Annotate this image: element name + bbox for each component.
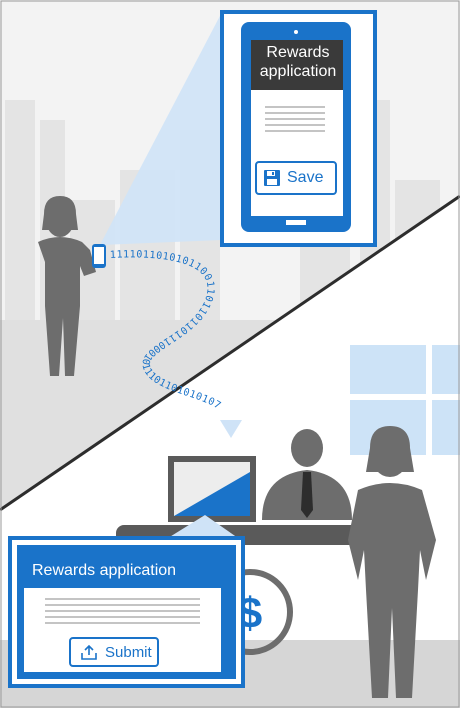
projection-beam <box>100 12 222 245</box>
desk-monitor <box>168 456 256 522</box>
desktop-app-title: Rewards application <box>32 562 177 579</box>
save-button[interactable]: Save <box>255 161 337 195</box>
desktop-title-bar <box>24 554 221 588</box>
desktop-text-lines <box>45 598 200 624</box>
submit-button[interactable]: Submit <box>69 637 159 667</box>
phone-text-lines <box>265 106 325 132</box>
woman-with-phone <box>38 196 96 376</box>
arrow-head-icon <box>220 420 242 438</box>
divider <box>0 194 460 512</box>
upload-icon <box>81 644 97 660</box>
tie <box>301 472 313 518</box>
submit-button-label: Submit <box>105 643 152 661</box>
floppy-disk-icon <box>263 169 281 187</box>
phone-app-title: Rewards application <box>259 44 337 80</box>
phone-title-bar <box>251 40 343 90</box>
customer-woman <box>348 426 436 698</box>
save-button-label: Save <box>287 169 324 186</box>
projection-beam-2 <box>168 515 238 538</box>
